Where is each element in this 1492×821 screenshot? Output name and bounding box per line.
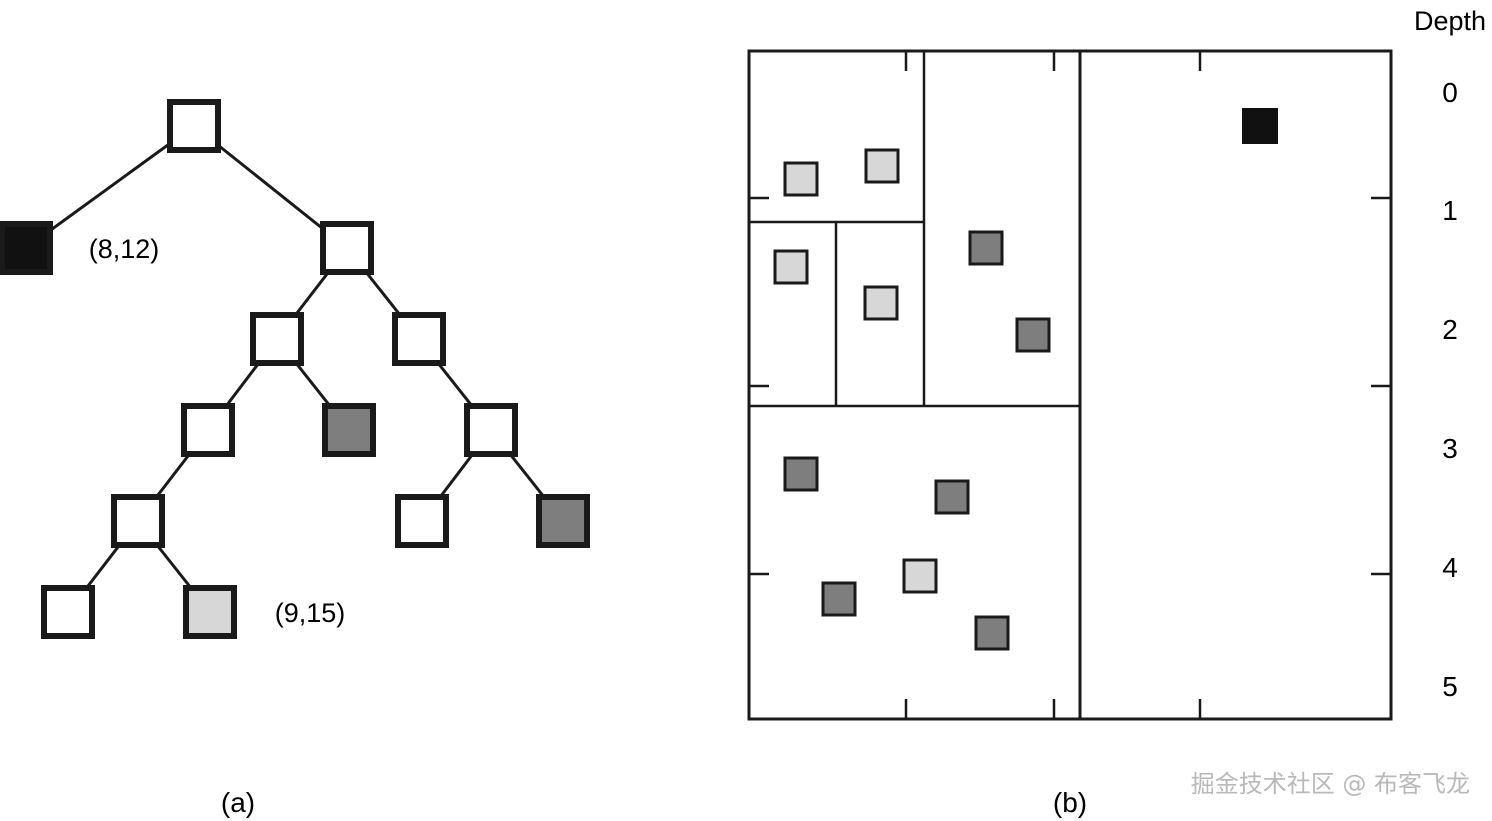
tree-node-n4 (392, 312, 446, 366)
partition-points (773, 108, 1278, 651)
tree-node-n0 (167, 99, 221, 153)
partition-point-4 (773, 249, 809, 285)
tree-node-n9 (395, 494, 449, 548)
tree-node-n1 (0, 221, 53, 275)
tree-node-n5 (181, 403, 235, 457)
partition-point-5 (863, 285, 899, 321)
tree-node-n3 (250, 312, 304, 366)
depth-header: Depth (1414, 6, 1486, 36)
depth-label-4: 4 (1442, 552, 1458, 583)
partition-point-3 (864, 148, 900, 184)
node-label-9-15: (9,15) (275, 598, 346, 628)
tree-node-n11 (41, 585, 95, 639)
depth-labels: 0 1 2 3 4 5 (1442, 77, 1458, 702)
depth-label-5: 5 (1442, 671, 1458, 702)
caption-a: (a) (221, 787, 255, 818)
tree-nodes (0, 99, 590, 639)
partition-point-1 (1242, 108, 1278, 144)
depth-label-3: 3 (1442, 433, 1458, 464)
node-label-8-12: (8,12) (89, 234, 160, 264)
partition-point-12 (974, 615, 1010, 651)
frame-ticks (749, 51, 1391, 719)
partition-point-6 (968, 230, 1004, 266)
tree-edges (25, 124, 565, 613)
watermark: 掘金技术社区 @ 布客飞龙 (1190, 770, 1470, 798)
partition-diagram (747, 49, 1393, 721)
partition-point-10 (902, 558, 938, 594)
caption-b: (b) (1053, 787, 1087, 818)
partition-point-7 (1015, 317, 1051, 353)
tree-node-n12 (183, 585, 237, 639)
tree-node-n8 (111, 494, 165, 548)
tree-node-n10 (536, 494, 590, 548)
depth-label-1: 1 (1442, 195, 1458, 226)
tree-node-n2 (320, 221, 374, 275)
partition-point-11 (821, 581, 857, 617)
tree-node-n6 (322, 403, 376, 457)
partition-point-8 (783, 456, 819, 492)
tree-edge-n0-n1 (25, 124, 195, 250)
tree-node-n7 (464, 403, 518, 457)
partition-point-9 (934, 479, 970, 515)
depth-label-0: 0 (1442, 77, 1458, 108)
partition-point-2 (783, 161, 819, 197)
depth-label-2: 2 (1442, 314, 1458, 345)
partition-frame (747, 49, 1393, 721)
